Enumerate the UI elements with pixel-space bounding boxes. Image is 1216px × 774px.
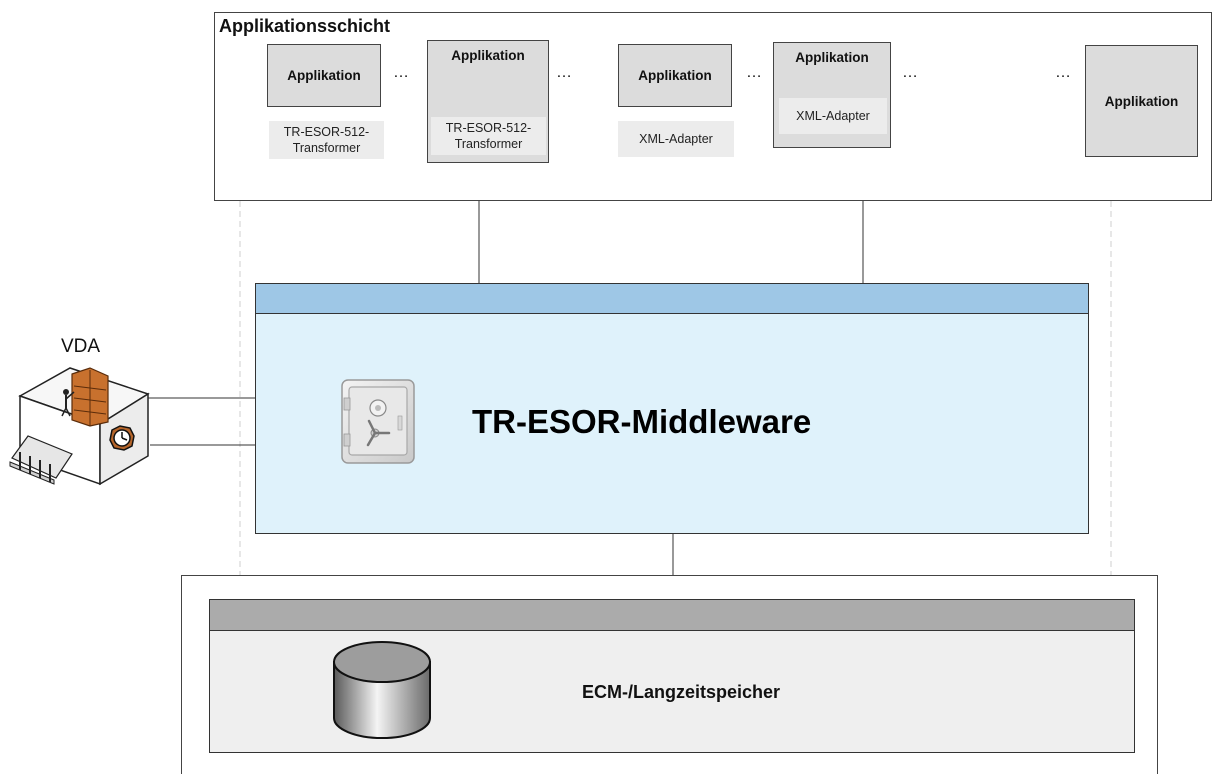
- application-box-1: Applikation: [267, 44, 381, 107]
- vda-label: VDA: [61, 336, 101, 357]
- ellipsis-1: …: [393, 64, 410, 81]
- storage-header: [209, 599, 1135, 631]
- application-layer-title: Applikationsschicht: [219, 16, 391, 36]
- xml-adapter-label-2: XML-Adapter: [779, 98, 887, 134]
- middleware-header: [255, 283, 1089, 314]
- application-box-5: Applikation: [1085, 45, 1198, 157]
- transformer-label-2: TR-ESOR-512- Transformer: [431, 117, 546, 155]
- ellipsis-5: …: [1055, 64, 1072, 81]
- storage-title: ECM-/Langzeitspeicher: [582, 682, 781, 702]
- xml-adapter-label-1: XML-Adapter: [618, 121, 734, 157]
- transformer-label-1: TR-ESOR-512- Transformer: [269, 121, 384, 159]
- ellipsis-4: …: [902, 64, 919, 81]
- ellipsis-2: …: [556, 64, 573, 81]
- application-box-3: Applikation: [618, 44, 732, 107]
- database-cylinder-icon: [333, 641, 431, 739]
- building-with-archive-and-clock-icon: [9, 367, 150, 486]
- middleware-title: TR-ESOR-Middleware: [472, 403, 812, 440]
- safe-icon: [341, 379, 415, 464]
- ellipsis-3: …: [746, 64, 763, 81]
